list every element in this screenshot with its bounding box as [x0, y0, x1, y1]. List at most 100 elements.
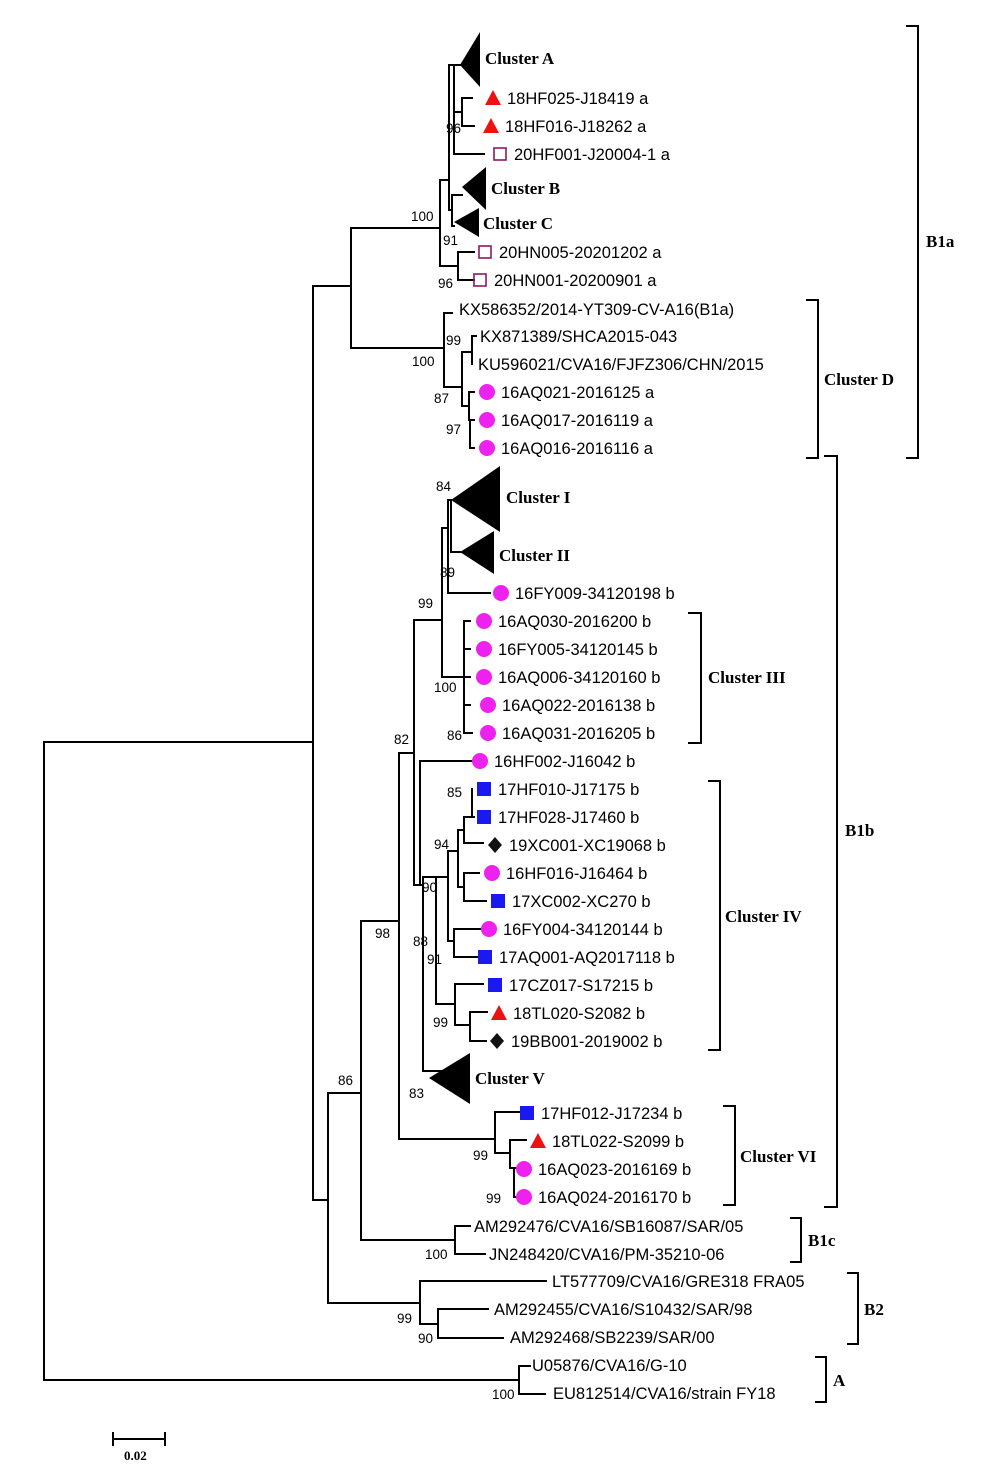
magenta-circle-marker — [479, 412, 495, 428]
cluster-v-label: Cluster V — [475, 1069, 545, 1088]
magenta-circle-marker — [472, 753, 488, 769]
cluster-d-label: Cluster D — [824, 370, 894, 389]
cluster-vi-bracket — [723, 1105, 736, 1206]
bootstrap-value: 89 — [440, 565, 455, 580]
magenta-circle-marker — [476, 613, 492, 629]
blue-square-marker — [478, 950, 492, 964]
tip-label: AM292455/CVA16/S10432/SAR/98 — [494, 1301, 752, 1319]
open-purple-square-marker — [493, 147, 507, 161]
tip-label: 17AQ001-AQ2017118 b — [499, 949, 675, 967]
bootstrap-value: 90 — [422, 880, 437, 895]
cluster-v-triangle — [429, 1053, 470, 1104]
tip-label: AM292476/CVA16/SB16087/SAR/05 — [474, 1218, 743, 1236]
bootstrap-value: 100 — [425, 1247, 448, 1262]
cluster-a-label: Cluster A — [485, 49, 555, 68]
bootstrap-value: 100 — [434, 680, 457, 695]
tip-label: 16AQ017-2016119 a — [501, 412, 654, 430]
tip-labels: 18HF025-J18419 a 18HF016-J18262 a 20HF00… — [459, 90, 805, 1403]
cluster-brackets: Cluster D Cluster III Cluster IV Cluster… — [688, 299, 894, 1206]
magenta-circle-marker — [479, 384, 495, 400]
magenta-circle-marker — [493, 585, 509, 601]
tip-label: 16FY004-34120144 b — [503, 921, 663, 939]
bootstrap-value: 99 — [446, 333, 461, 348]
tip-label: LT577709/CVA16/GRE318 FRA05 — [552, 1273, 805, 1291]
tip-label: 16AQ030-2016200 b — [498, 613, 651, 631]
tip-label: 19XC001-XC19068 b — [509, 837, 666, 855]
tip-label: 20HN001-20200901 a — [494, 272, 657, 290]
bootstrap-value: 88 — [413, 934, 428, 949]
magenta-circle-marker — [516, 1189, 532, 1205]
cluster-c-triangle — [454, 208, 479, 237]
tip-label: 16AQ006-34120160 b — [498, 669, 660, 687]
blue-square-marker — [488, 978, 502, 992]
b2-label: B2 — [864, 1300, 884, 1319]
bootstrap-value: 86 — [447, 728, 462, 743]
tip-label: 17CZ017-S17215 b — [509, 977, 653, 995]
cluster-iv-label: Cluster IV — [725, 907, 802, 926]
tip-label: JN248420/CVA16/PM-35210-06 — [489, 1246, 724, 1264]
bootstrap-value: 99 — [473, 1148, 488, 1163]
scale-bar-label: 0.02 — [124, 1448, 147, 1463]
bootstrap-value: 96 — [446, 121, 461, 136]
tip-label: 16AQ031-2016205 b — [502, 725, 655, 743]
b1a-bracket — [906, 25, 919, 459]
magenta-circle-marker — [476, 641, 492, 657]
red-triangle-marker — [483, 118, 499, 133]
red-triangle-marker — [491, 1005, 507, 1020]
tip-label: 16AQ016-2016116 a — [501, 440, 654, 458]
cluster-i-triangle — [451, 466, 500, 532]
tip-label: 19BB001-2019002 b — [511, 1033, 662, 1051]
black-diamond-marker — [488, 837, 502, 853]
b2-bracket — [847, 1272, 859, 1345]
tip-label: 16AQ022-2016138 b — [502, 697, 655, 715]
bootstrap-value: 90 — [418, 1331, 433, 1346]
bootstrap-values: 96 100 91 96 99 100 87 97 84 89 99 100 8… — [338, 121, 515, 1402]
bootstrap-value: 99 — [433, 1015, 448, 1030]
b1c-bracket — [790, 1217, 802, 1263]
tip-label: 17HF028-J17460 b — [498, 809, 639, 827]
tip-label: 16AQ023-2016169 b — [538, 1161, 691, 1179]
bootstrap-value: 94 — [434, 837, 450, 852]
bootstrap-value: 82 — [394, 732, 409, 747]
cluster-iii-bracket — [688, 612, 702, 744]
collapsed-clusters — [429, 32, 500, 1104]
cluster-a-triangle — [460, 32, 480, 87]
magenta-circle-marker — [480, 725, 496, 741]
open-purple-square-marker — [478, 245, 492, 259]
cluster-b-label: Cluster B — [491, 179, 560, 198]
bootstrap-value: 85 — [447, 785, 462, 800]
magenta-circle-marker — [484, 865, 500, 881]
bootstrap-value: 98 — [375, 926, 390, 941]
blue-square-marker — [520, 1106, 534, 1120]
bootstrap-value: 83 — [409, 1086, 424, 1101]
cluster-vi-label: Cluster VI — [740, 1147, 817, 1166]
tip-label: 17HF010-J17175 b — [498, 781, 639, 799]
tip-label: 20HN005-20201202 a — [499, 244, 662, 262]
b1b-bracket — [824, 455, 838, 1208]
red-triangle-marker — [485, 90, 501, 105]
magenta-circle-marker — [516, 1161, 532, 1177]
cluster-c-label: Cluster C — [483, 214, 553, 233]
bootstrap-value: 96 — [438, 276, 453, 291]
tip-label: 16AQ024-2016170 b — [538, 1189, 691, 1207]
tip-label: 16FY009-34120198 b — [515, 585, 675, 603]
a-label: A — [833, 1371, 846, 1390]
magenta-circle-marker — [481, 921, 497, 937]
bootstrap-value: 99 — [418, 596, 433, 611]
tip-label: 18HF016-J18262 a — [505, 118, 647, 136]
scale-bar: 0.02 — [112, 1432, 166, 1463]
red-triangle-marker — [530, 1133, 546, 1148]
tip-label: 16HF016-J16464 b — [506, 865, 647, 883]
tip-label: 17XC002-XC270 b — [512, 893, 651, 911]
open-purple-square-marker — [473, 273, 487, 287]
bootstrap-value: 99 — [397, 1311, 412, 1326]
cluster-iv-bracket — [708, 780, 721, 1051]
tip-markers — [472, 90, 546, 1205]
tip-label: 18TL022-S2099 b — [552, 1133, 684, 1151]
bootstrap-value: 87 — [434, 391, 449, 406]
b1a-label: B1a — [926, 232, 955, 251]
tip-label: AM292468/SB2239/SAR/00 — [510, 1329, 715, 1347]
a-bracket — [815, 1356, 827, 1403]
